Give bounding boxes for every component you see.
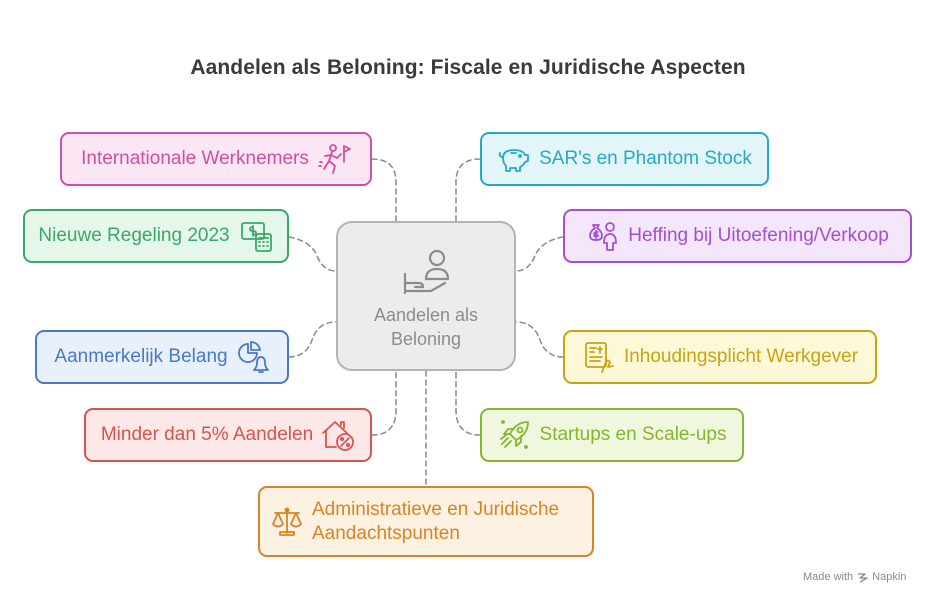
house-percent-icon (321, 418, 355, 452)
hand-holding-person-icon (401, 247, 451, 302)
connector-international (371, 158, 397, 222)
rocket-icon (498, 418, 532, 452)
center-node: Aandelen als Beloning (336, 221, 516, 371)
pie-chart-bell-icon (236, 340, 270, 374)
money-calculator-icon (240, 219, 274, 253)
node-levy-on-exercise-sale: Heffing bij Uitoefening/Verkoop (563, 209, 912, 263)
node-label: SAR's en Phantom Stock (539, 148, 752, 169)
connector-withholding (515, 321, 564, 358)
node-new-scheme-2023: Nieuwe Regeling 2023 (23, 209, 289, 263)
connector-substantial-interest (288, 321, 337, 358)
connector-levy (515, 236, 564, 272)
node-label: Inhoudingsplicht Werkgever (623, 346, 859, 367)
money-bag-person-icon (586, 219, 620, 253)
scales-icon (270, 505, 304, 539)
document-hand-icon (582, 340, 616, 374)
footer-credit: Made with Napkin (803, 571, 906, 583)
node-sars-phantom-stock: SAR's en Phantom Stock (480, 132, 769, 186)
node-label: Heffing bij Uitoefening/Verkoop (628, 225, 889, 246)
node-less-than-5-percent-shares: Minder dan 5% Aandelen (84, 408, 372, 462)
footer-brand: Napkin (872, 571, 907, 583)
node-label: Internationale Werknemers (81, 148, 309, 169)
node-substantial-interest: Aanmerkelijk Belang (35, 330, 289, 384)
node-administrative-legal-points: Administratieve en Juridische Aandachtsp… (258, 486, 594, 557)
diagram-title: Aandelen als Beloning: Fiscale en Juridi… (190, 56, 746, 79)
connector-sar-phantom (455, 158, 481, 222)
center-label: Aandelen als Beloning (373, 305, 479, 349)
connector-new-scheme (288, 236, 337, 272)
node-label: Startups en Scale-ups (539, 424, 727, 445)
node-employer-withholding-obligation: Inhoudingsplicht Werkgever (563, 330, 877, 384)
node-label: Nieuwe Regeling 2023 (38, 225, 230, 246)
node-startups-scaleups: Startups en Scale-ups (480, 408, 744, 462)
footer-made-with: Made with (803, 571, 854, 583)
connector-startups (455, 370, 481, 436)
running-person-flag-icon (317, 142, 351, 176)
connector-less-than-5 (371, 370, 397, 436)
node-label: Aanmerkelijk Belang (54, 346, 228, 367)
piggy-bank-icon (497, 142, 531, 176)
node-international-employees: Internationale Werknemers (60, 132, 372, 186)
node-label: Administratieve en Juridische Aandachtsp… (312, 498, 560, 544)
napkin-logo-icon (858, 572, 868, 583)
node-label: Minder dan 5% Aandelen (100, 424, 314, 445)
